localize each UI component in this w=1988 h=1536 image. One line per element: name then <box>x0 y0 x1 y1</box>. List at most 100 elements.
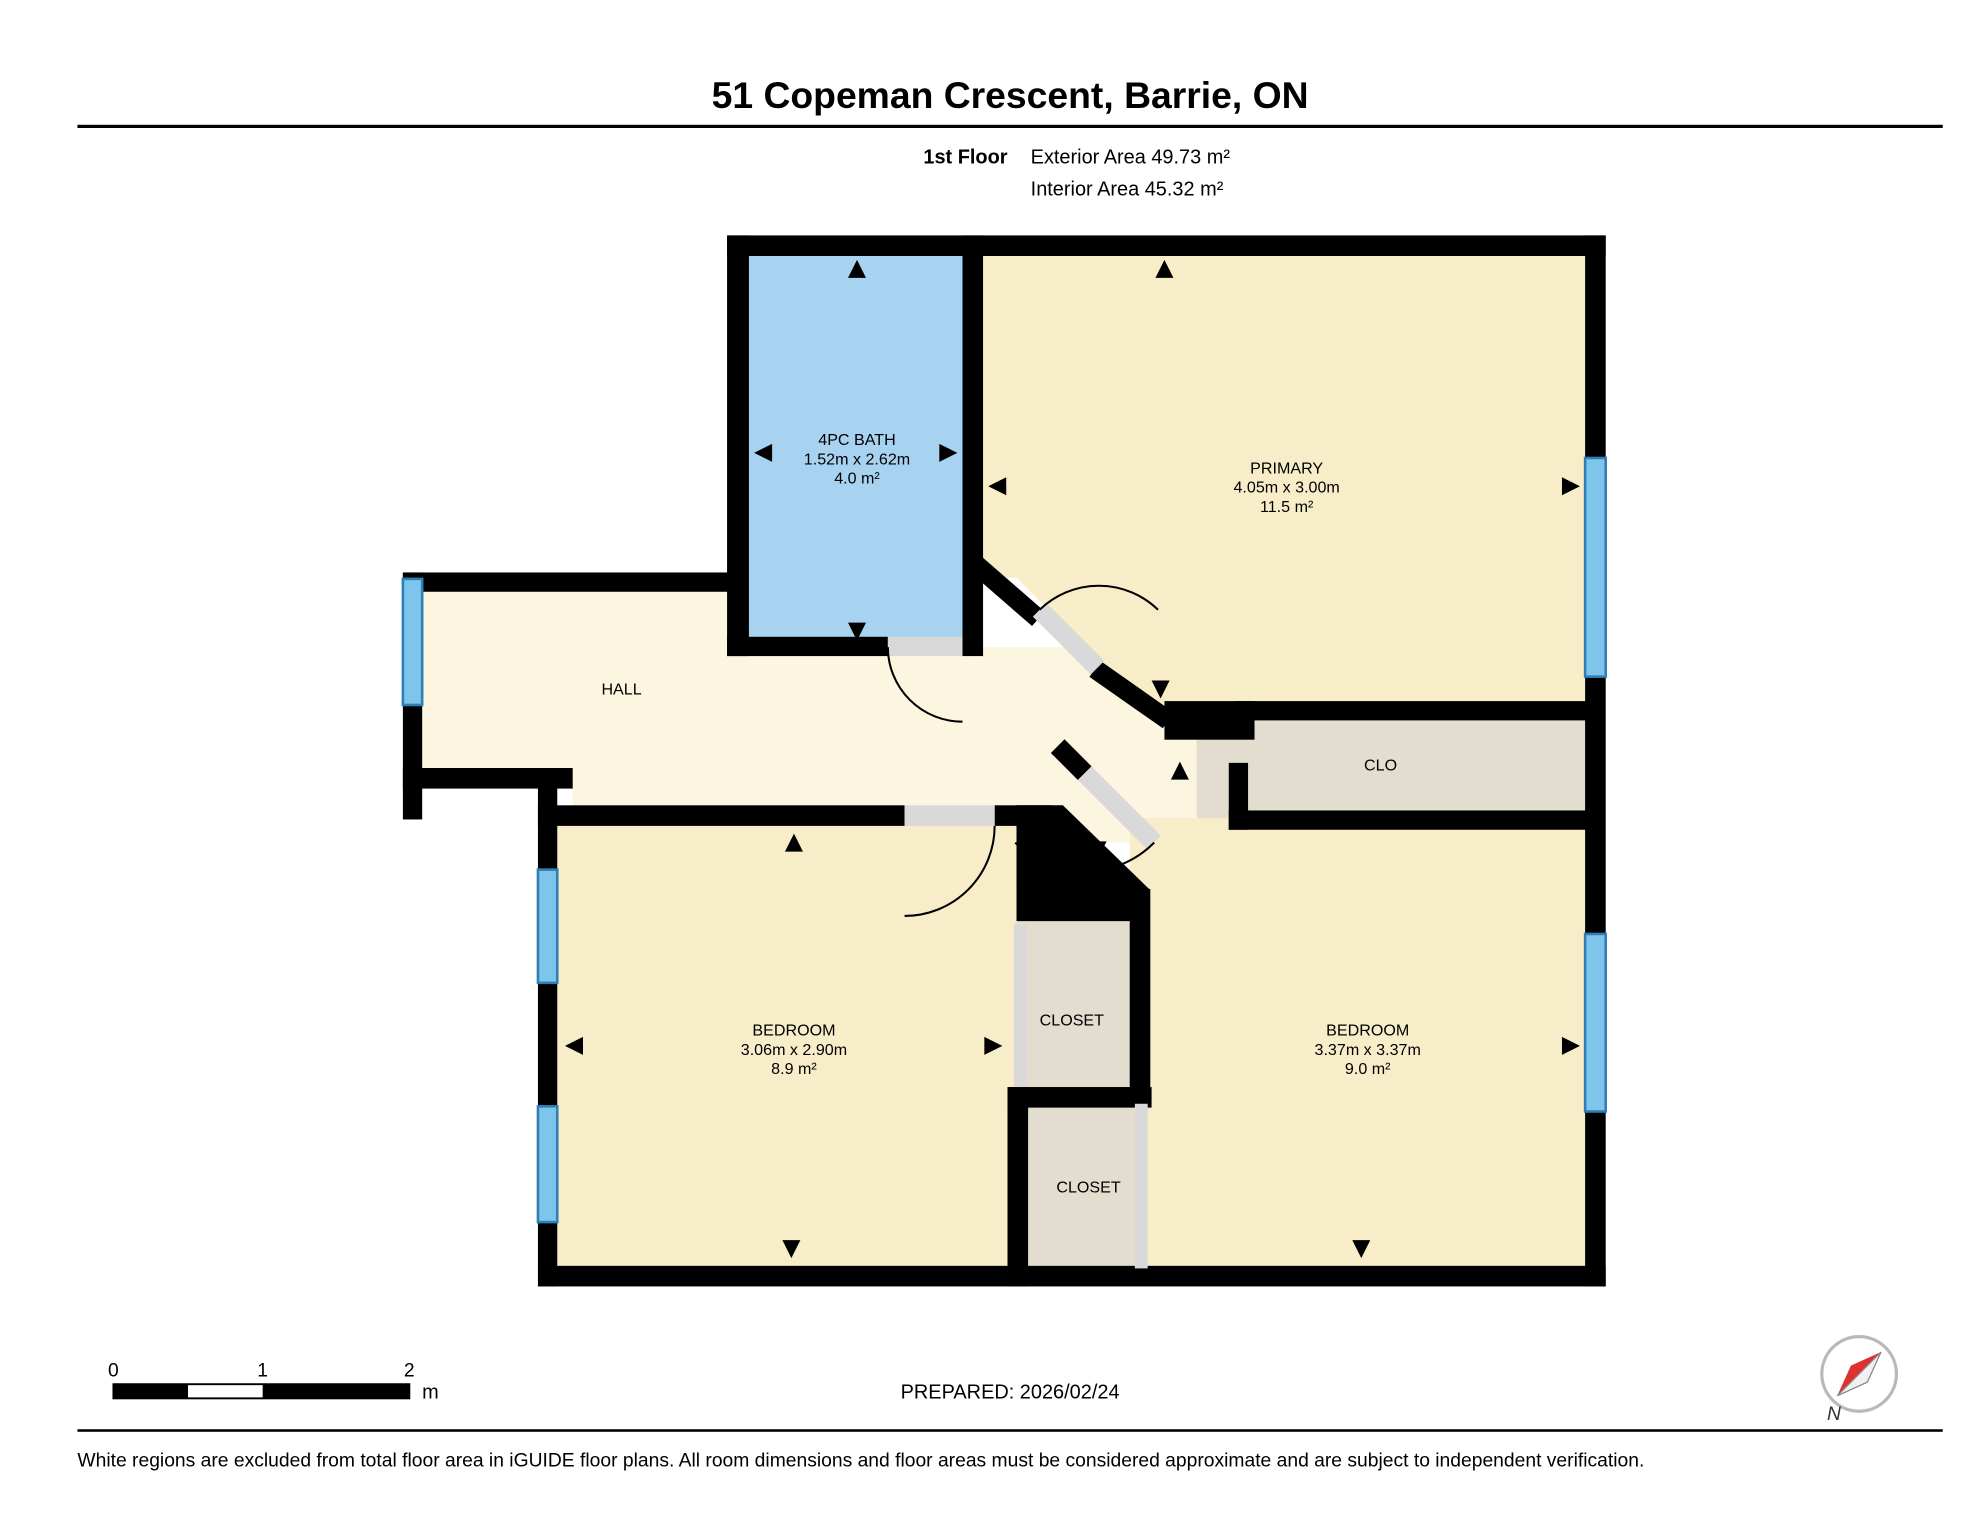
floor-label: 1st Floor <box>923 146 1007 168</box>
arrow-right-icon <box>939 443 958 462</box>
page-title: 51 Copeman Crescent, Barrie, ON <box>712 74 1309 116</box>
primary-area: 11.5 m² <box>1260 498 1314 516</box>
closet-lower-opening <box>1134 1103 1148 1269</box>
arrow-up-icon <box>847 259 866 278</box>
wall-entry-stub <box>1164 701 1255 740</box>
bath-dims: 1.52m x 2.62m <box>804 450 910 468</box>
arrow-down-icon <box>782 1240 801 1259</box>
scale-segment <box>262 1384 410 1399</box>
room-fills <box>411 244 1596 1271</box>
scale-bar: 0 1 2 m <box>108 1360 439 1403</box>
wall-closet-divider <box>1007 1087 1152 1108</box>
primary-floor <box>971 246 1596 711</box>
primary-dims: 4.05m x 3.00m <box>1233 479 1339 497</box>
exterior-area-label: Exterior Area 49.73 m² <box>1031 146 1231 168</box>
bedroom-right-area: 9.0 m² <box>1345 1060 1391 1078</box>
wall-bath-east <box>962 235 984 657</box>
wall-right <box>1585 235 1606 1287</box>
arrow-right-icon <box>984 1036 1003 1055</box>
compass-north-label: N <box>1827 1404 1841 1425</box>
bedroom-left-window-2 <box>536 1105 559 1224</box>
bedroom-right-door-swing <box>1014 841 1155 873</box>
doors <box>886 584 1161 1269</box>
arrow-down-icon <box>1151 680 1170 699</box>
primary-door <box>1032 602 1105 675</box>
closet-upper-opening <box>1013 923 1027 1088</box>
wall-diagonal-lower <box>1050 739 1092 780</box>
measure-arrows <box>564 259 1580 1259</box>
hall-floor <box>411 585 1197 843</box>
wall-diagonal-mid <box>1089 661 1174 729</box>
compass-icon: N <box>1820 1334 1899 1425</box>
bedroom-right-dims: 3.37m x 3.37m <box>1315 1041 1421 1059</box>
arrow-right-icon <box>1561 477 1580 496</box>
arrow-left-icon <box>754 443 773 462</box>
bath-floor <box>736 244 972 650</box>
closet-upper-name: CLOSET <box>1040 1011 1105 1029</box>
closet-lower-name: CLOSET <box>1056 1179 1121 1197</box>
bedroom-right-door <box>1077 766 1161 850</box>
clo-floor <box>1196 704 1593 821</box>
scale-outline <box>112 1383 411 1400</box>
scale-unit: m <box>422 1381 439 1403</box>
bedroom-left-area: 8.9 m² <box>771 1060 817 1078</box>
wall-bath-south <box>727 636 888 657</box>
windows <box>401 456 1607 1224</box>
bedroom-right-name: BEDROOM <box>1326 1022 1409 1040</box>
bedroom-left-door-swing <box>904 825 996 917</box>
clo-name: CLO <box>1364 757 1397 775</box>
scale-segment <box>188 1384 263 1399</box>
arrow-up-icon <box>1155 259 1174 278</box>
compass-needle-south <box>1836 1351 1882 1397</box>
hall-window <box>401 577 424 707</box>
wall-hall-south <box>402 768 573 789</box>
wall-closet-upper-east <box>1129 888 1151 1098</box>
arrow-up-icon <box>1170 761 1189 780</box>
bedroom-left-door <box>904 805 995 826</box>
wall-bath-west <box>727 235 749 657</box>
primary-name: PRIMARY <box>1250 459 1323 477</box>
arrow-down-icon <box>1352 1240 1371 1259</box>
bedroom-left-window-1 <box>536 868 559 985</box>
wall-closet-lower-west <box>1007 1087 1029 1287</box>
arrow-left-icon <box>564 1036 583 1055</box>
prepared-date: PREPARED: 2026/02/24 <box>901 1381 1120 1403</box>
arrow-up-icon <box>784 833 803 852</box>
arrow-left-icon <box>988 477 1007 496</box>
closet-upper-floor <box>1016 919 1146 1098</box>
wall-top <box>727 235 1606 256</box>
scale-tick-2: 2 <box>404 1360 415 1381</box>
bath-area: 4.0 m² <box>834 470 880 488</box>
bath-door-swing <box>886 647 963 723</box>
primary-door-swing <box>1038 584 1159 611</box>
bedroom-left-dims: 3.06m x 2.90m <box>741 1041 847 1059</box>
scale-segment <box>113 1384 189 1399</box>
footer-divider <box>77 1429 1943 1432</box>
arrow-down-icon <box>847 622 866 641</box>
bedroom-left-floor <box>548 813 1027 1271</box>
bath-name: 4PC BATH <box>818 431 895 449</box>
wall-hall-north <box>402 572 740 592</box>
bedroom-left-name: BEDROOM <box>752 1022 835 1040</box>
bedroom-right-floor <box>1129 818 1596 1271</box>
primary-window <box>1583 456 1607 678</box>
wall-diagonal-upper <box>962 551 1045 627</box>
disclaimer-text: White regions are excluded from total fl… <box>77 1451 1644 1472</box>
room-labels: 4PC BATH 1.52m x 2.62m 4.0 m² PRIMARY 4.… <box>601 431 1420 1196</box>
wall-clo-west <box>1228 762 1249 830</box>
bedroom-right-window <box>1583 932 1607 1113</box>
interior-area-label: Interior Area 45.32 m² <box>1031 179 1224 201</box>
wall-bedleft-north <box>537 805 905 826</box>
arrow-right-icon <box>1561 1036 1580 1055</box>
header-divider <box>77 124 1943 128</box>
closet-lower-floor <box>1022 1097 1146 1269</box>
wall-clo-south <box>1228 810 1596 830</box>
wall-primary-south <box>1235 701 1596 721</box>
wall-center-chunk <box>1016 805 1150 922</box>
bath-door <box>887 636 963 657</box>
scale-tick-1: 1 <box>257 1360 268 1381</box>
scale-tick-0: 0 <box>108 1360 119 1381</box>
arrow-down-icon <box>1088 841 1107 860</box>
